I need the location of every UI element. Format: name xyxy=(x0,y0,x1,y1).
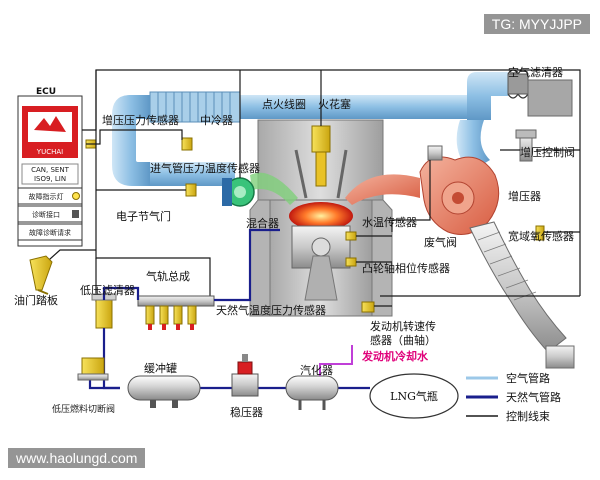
label-low-pressure-filter: 低压滤清器 xyxy=(80,284,135,297)
intake-port xyxy=(250,172,298,205)
mixer xyxy=(225,177,255,207)
component-labels: 增压压力传感器 中冷器 点火线圈 火花塞 空气滤清器 增压控制阀 进气管压力温度… xyxy=(14,65,575,419)
watermark-top: TG: MYYJJPP xyxy=(483,14,590,34)
intake-sensor-body xyxy=(181,137,193,151)
low-pressure-shutoff-valve xyxy=(77,357,109,381)
legend: 空气管路 天然气管路 控制线束 xyxy=(466,371,561,423)
air-pipe-top xyxy=(205,95,467,119)
accelerator-pedal xyxy=(29,255,53,295)
air-filter xyxy=(507,69,573,117)
ecu-row-fault-lamp: 故障指示灯 xyxy=(29,192,64,201)
legend-air: 空气管路 xyxy=(506,371,550,385)
ecu-brand: YUCHAI xyxy=(36,148,63,156)
label-engine-coolant: 发动机冷却水 xyxy=(361,349,429,363)
watermark-bottom: www.haolungd.com xyxy=(8,448,146,468)
buffer-tank xyxy=(127,375,201,408)
exhaust-port xyxy=(345,174,420,205)
label-rail-assembly: 气轨总成 xyxy=(146,269,190,283)
label-air-filter: 空气滤清器 xyxy=(508,65,563,79)
ecu-brand-logo-icon xyxy=(34,116,66,132)
label-spark-plug: 火花塞 xyxy=(318,97,351,111)
wastegate-actuator xyxy=(427,145,443,161)
ecu-row-diag-request: 故障诊断请求 xyxy=(29,228,71,237)
air-filter-box xyxy=(527,79,573,117)
air-pipe-lower xyxy=(150,162,235,186)
label-gas-temp-pressure-sensor: 天然气温度压力传感器 xyxy=(216,303,326,317)
label-turbocharger: 增压器 xyxy=(508,189,541,203)
coolant-temp-sensor-body xyxy=(345,231,357,241)
ecu-spec-1: CAN, SENT xyxy=(31,166,69,174)
legend-gas: 天然气管路 xyxy=(506,390,561,404)
label-ignition-coil: 点火线圈 xyxy=(262,97,306,111)
ignition-coil-body xyxy=(311,125,331,153)
label-mixer: 混合器 xyxy=(246,216,279,230)
label-wastegate: 废气阀 xyxy=(424,235,457,249)
legend-control: 控制线束 xyxy=(506,409,550,423)
ecu-spec-2: ISO9, LIN xyxy=(34,175,66,183)
label-intercooler: 中冷器 xyxy=(200,114,233,127)
speed-sensor-body xyxy=(361,301,375,313)
intercooler-body xyxy=(149,91,241,123)
combustion-chamber xyxy=(289,202,353,230)
engine-coolant-line xyxy=(319,345,353,376)
engine-block xyxy=(249,70,420,317)
turbocharger xyxy=(419,145,500,235)
label-wide-band-o2: 宽域氧传感器 xyxy=(508,229,574,243)
label-engine-speed-line2: 感器（曲轴） xyxy=(370,333,436,347)
exhaust-outlet xyxy=(545,345,575,369)
electronic-throttle-body xyxy=(222,178,232,206)
o2-sensor-body xyxy=(535,225,545,241)
lng-tank xyxy=(369,373,459,419)
label-buffer-tank: 缓冲罐 xyxy=(144,361,177,375)
label-regulator: 稳压器 xyxy=(230,405,263,419)
gas-rail-assembly xyxy=(137,295,215,330)
ecu-panel: YUCHAI CAN, SENT ISO9, LIN 故障指示灯 诊断接口 故障… xyxy=(17,95,83,247)
label-boost-control-valve: 增压控制阀 xyxy=(520,145,575,159)
label-shutoff-valve: 低压燃料切断阀 xyxy=(52,403,115,415)
connecting-rod xyxy=(304,255,338,301)
label-coolant-temp-sensor: 水温传感器 xyxy=(362,216,417,229)
label-engine-speed-line1: 发动机转速传 xyxy=(370,319,436,333)
label-lng-tank: LNG气瓶 xyxy=(390,389,438,403)
air-pipe-network xyxy=(112,72,508,186)
pressure-regulator xyxy=(231,354,259,397)
ecu-title: ECU xyxy=(36,87,56,97)
throttle-sensor-body xyxy=(185,183,197,197)
air-pipe-right-up xyxy=(467,72,508,120)
spark-plug-body xyxy=(315,151,327,187)
cam-sensor-body xyxy=(345,257,357,267)
label-camshaft-sensor: 凸轮轴相位传感器 xyxy=(362,261,450,275)
label-intake-temp-pressure-sensor: 进气管压力温度传感器 xyxy=(150,161,260,175)
air-pipe-left-bend xyxy=(112,95,150,186)
ecu-row-diag-port: 诊断接口 xyxy=(32,210,60,219)
fault-lamp-icon xyxy=(72,192,80,200)
boost-control-valve xyxy=(500,129,537,162)
label-accelerator-pedal: 油门踏板 xyxy=(14,293,58,307)
label-electronic-throttle: 电子节气门 xyxy=(116,209,171,223)
label-vaporizer: 汽化器 xyxy=(300,363,333,377)
vaporizer xyxy=(285,375,339,410)
label-boost-pressure-sensor: 增压压力传感器 xyxy=(102,113,179,127)
